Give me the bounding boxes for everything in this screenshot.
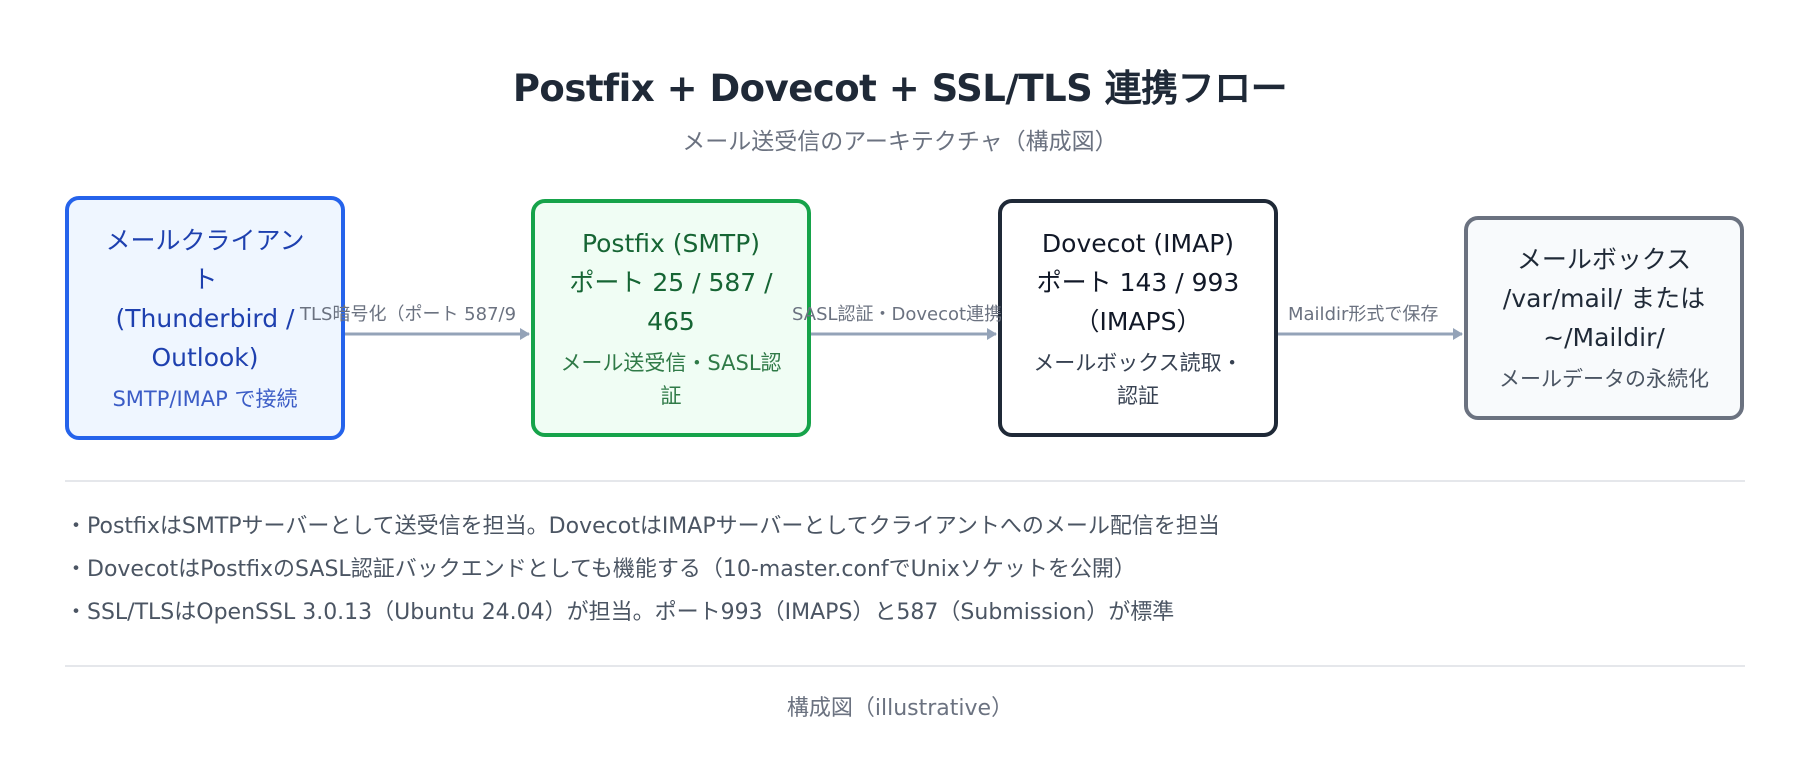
node-dovecot-title: Dovecot (IMAP) ポート 143 / 993 （IMAPS） (1036, 228, 1240, 336)
node-mailbox-title: メールボックス /var/mail/ または ~/Maildir/ (1502, 245, 1706, 352)
notes-list: ・PostfixはSMTPサーバーとして送受信を担当。DovecotはIMAPサ… (65, 505, 1745, 634)
note-item: ・SSL/TLSはOpenSSL 3.0.13（Ubuntu 24.04）が担当… (65, 600, 1175, 625)
node-mail-client-desc: SMTP/IMAP で接続 (112, 386, 298, 411)
node-postfix-desc: メール送受信・SASL認 証 (560, 350, 782, 408)
diagram-footer: 構成図（illustrative） (786, 696, 1014, 721)
diagram-subtitle: メール送受信のアーキテクチャ（構成図） (682, 129, 1118, 155)
edge-label-client-postfix: TLS暗号化（ポート 587/9 (300, 304, 517, 325)
node-postfix-title: Postfix (SMTP) ポート 25 / 587 / 465 (569, 228, 773, 336)
node-dovecot-desc: メールボックス読取・ 認証 (1033, 350, 1243, 408)
node-postfix: Postfix (SMTP) ポート 25 / 587 / 465 メール送受信… (531, 199, 811, 437)
node-mail-client: メールクライアン ト (Thunderbird / Outlook) SMTP/… (65, 196, 345, 440)
divider-bottom (65, 665, 1745, 667)
node-mail-client-title: メールクライアン ト (Thunderbird / Outlook) (105, 225, 305, 372)
node-dovecot: Dovecot (IMAP) ポート 143 / 993 （IMAPS） メール… (998, 199, 1278, 437)
note-item: ・PostfixはSMTPサーバーとして送受信を担当。DovecotはIMAPサ… (65, 514, 1220, 539)
node-mailbox: メールボックス /var/mail/ または ~/Maildir/ メールデータ… (1464, 216, 1744, 420)
edge-label-dovecot-mailbox: Maildir形式で保存 (1288, 304, 1439, 325)
note-item: ・DovecotはPostfixのSASL認証バックエンドとしても機能する（10… (65, 557, 1136, 582)
divider-top (65, 480, 1745, 482)
edge-label-postfix-dovecot: SASL認証・Dovecot連携 (792, 304, 1003, 325)
node-mailbox-desc: メールデータの永続化 (1499, 367, 1709, 391)
diagram-title: Postfix + Dovecot + SSL/TLS 連携フロー (512, 67, 1288, 110)
